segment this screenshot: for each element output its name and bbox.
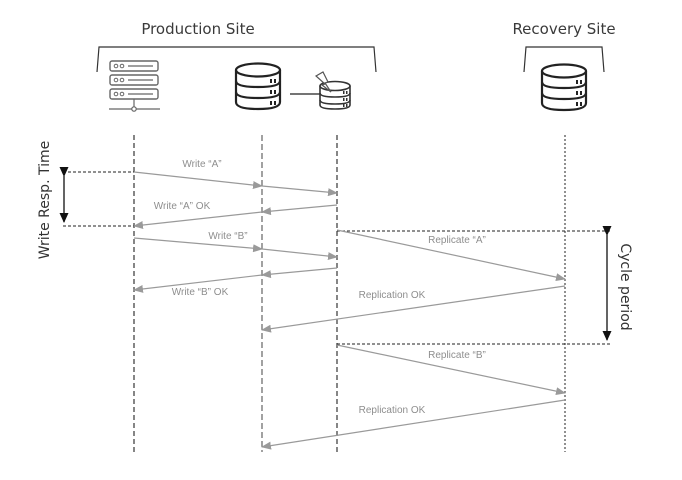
msg-write-b-ok-seg2 bbox=[133, 274, 263, 293]
msg-replicate-a bbox=[336, 229, 566, 282]
msg-label-replication-ok-a: Replication OK bbox=[359, 290, 426, 301]
msg-replicate-b bbox=[336, 344, 566, 396]
msg-write-a-seg2 bbox=[261, 185, 338, 197]
msg-write-a-seg1 bbox=[133, 171, 263, 189]
msg-label-write-b: Write “B” bbox=[208, 231, 247, 242]
msg-label-replication-ok-b: Replication OK bbox=[359, 405, 426, 416]
recovery-site-bracket bbox=[523, 46, 605, 73]
msg-label-write-a: Write “A” bbox=[182, 159, 221, 170]
recovery-site-title: Recovery Site bbox=[512, 20, 615, 38]
msg-write-b-seg2 bbox=[261, 248, 338, 261]
cycle-period-label: Cycle period bbox=[617, 243, 633, 330]
msg-label-write-b-ok: Write “B” OK bbox=[172, 287, 229, 298]
msg-replication-ok-a bbox=[261, 285, 566, 333]
database-icon-remote bbox=[540, 63, 588, 112]
msg-write-a-ok-seg2 bbox=[133, 211, 263, 229]
production-site-bracket bbox=[96, 46, 377, 73]
database-icon-primary bbox=[234, 62, 282, 111]
msg-label-replicate-b: Replicate “B” bbox=[428, 350, 486, 361]
production-site-title: Production Site bbox=[141, 20, 254, 38]
msg-write-b-ok-seg1 bbox=[261, 267, 338, 279]
database-snapshot-icon bbox=[314, 71, 351, 110]
msg-write-a-ok-seg1 bbox=[261, 204, 338, 216]
msg-replication-ok-b bbox=[261, 399, 566, 450]
msg-label-write-a-ok: Write “A” OK bbox=[154, 201, 211, 212]
server-rack-icon bbox=[109, 60, 160, 112]
write-resp-time-label: Write Resp. Time bbox=[37, 141, 53, 259]
msg-label-replicate-a: Replicate “A” bbox=[428, 235, 486, 246]
msg-write-b-seg1 bbox=[133, 237, 263, 253]
